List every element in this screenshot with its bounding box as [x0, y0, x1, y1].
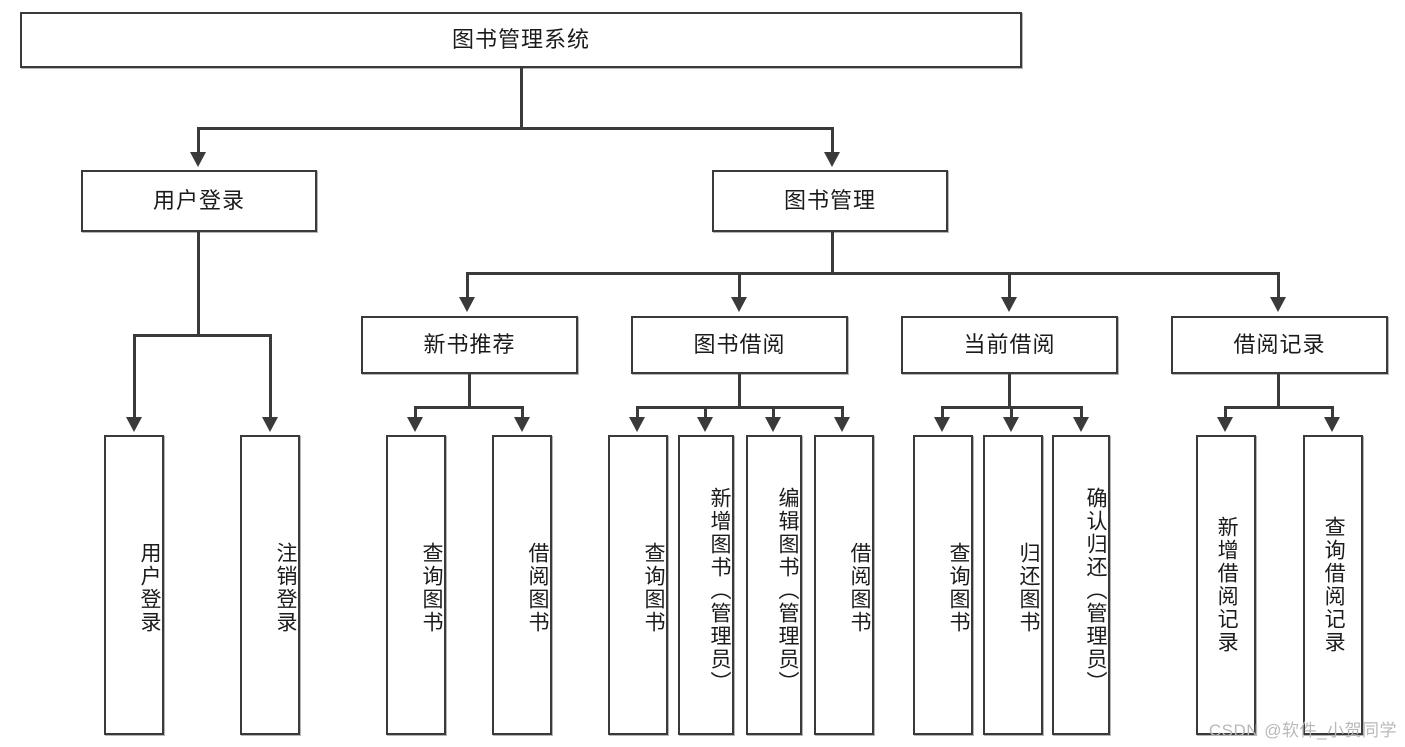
node-leaf-bb-borrow-book[interactable]: 借阅图书 [814, 435, 874, 735]
connector-user-login-bus [133, 334, 272, 337]
node-book-borrow[interactable]: 图书借阅 [631, 316, 848, 374]
arrow-user-login-to-leaf-1 [262, 417, 278, 432]
node-leaf-nbr-borrow-book[interactable]: 借阅图书 [492, 435, 552, 735]
connector-new-book-recommend-bus [414, 406, 524, 409]
arrow-bb-to-leaf-0 [629, 417, 645, 432]
connector-root-to-user-login [197, 127, 200, 153]
connector-book-management-bus [466, 272, 1280, 275]
connector-bb-to-leaf-0 [636, 406, 639, 418]
node-label: 当前借阅 [963, 331, 1056, 357]
node-label: 查询图书 [420, 542, 443, 634]
connector-user-login-to-leaf-1 [269, 334, 272, 418]
connector-user-login-stem [197, 232, 200, 336]
connector-nbr-to-leaf-0 [414, 406, 417, 418]
node-new-book-recommend[interactable]: 新书推荐 [361, 316, 578, 374]
connector-bm-to-borrow-record [1277, 272, 1280, 298]
connector-root-stem [520, 68, 523, 129]
node-label: 编辑图书（管理员） [776, 486, 799, 694]
node-leaf-cb-return-book[interactable]: 归还图书 [983, 435, 1043, 735]
node-label: 新增图书（管理员） [708, 486, 731, 694]
connector-borrow-record-bus [1224, 406, 1334, 409]
node-leaf-br-query-record[interactable]: 查询借阅记录 [1303, 435, 1363, 735]
arrow-bb-to-leaf-2 [765, 417, 781, 432]
node-leaf-user-login-login[interactable]: 用户登录 [104, 435, 164, 735]
arrow-br-to-leaf-1 [1324, 417, 1340, 432]
node-label: 查询借阅记录 [1322, 516, 1346, 654]
node-leaf-bb-edit-book-admin[interactable]: 编辑图书（管理员） [746, 435, 802, 735]
connector-bm-to-new-book-recommend [466, 272, 469, 298]
arrow-nbr-to-leaf-0 [407, 417, 423, 432]
connector-cb-to-leaf-2 [1080, 406, 1083, 418]
node-root-book-management-system[interactable]: 图书管理系统 [20, 12, 1022, 68]
node-book-management[interactable]: 图书管理 [712, 170, 948, 232]
connector-new-book-recommend-stem [468, 374, 471, 408]
arrow-bm-to-new-book-recommend [459, 297, 475, 312]
csdn-watermark: CSDN @软件_小贺同学 [1208, 721, 1397, 740]
node-label: 用户登录 [152, 187, 245, 213]
connector-cb-to-leaf-1 [1010, 406, 1013, 418]
node-label: 借阅图书 [526, 542, 549, 634]
arrow-bm-to-current-borrow [1001, 297, 1017, 312]
connector-nbr-to-leaf-1 [521, 406, 524, 418]
connector-book-borrow-stem [738, 374, 741, 408]
node-leaf-user-login-logout[interactable]: 注销登录 [240, 435, 300, 735]
arrow-bb-to-leaf-3 [834, 417, 850, 432]
connector-bm-to-book-borrow [738, 272, 741, 298]
arrow-bm-to-book-borrow [731, 297, 747, 312]
arrow-root-to-user-login [190, 152, 206, 167]
node-label: 查询图书 [947, 542, 970, 634]
arrow-br-to-leaf-0 [1217, 417, 1233, 432]
node-leaf-bb-add-book-admin[interactable]: 新增图书（管理员） [678, 435, 734, 735]
arrow-cb-to-leaf-1 [1003, 417, 1019, 432]
connector-br-to-leaf-0 [1224, 406, 1227, 418]
connector-br-to-leaf-1 [1331, 406, 1334, 418]
node-label: 图书管理系统 [451, 26, 590, 52]
node-leaf-bb-query-book[interactable]: 查询图书 [608, 435, 668, 735]
connector-book-borrow-bus [636, 406, 844, 409]
node-label: 注销登录 [274, 542, 297, 634]
connector-root-to-book-management [831, 127, 834, 153]
node-user-login[interactable]: 用户登录 [81, 170, 317, 232]
arrow-bm-to-borrow-record [1270, 297, 1286, 312]
arrow-cb-to-leaf-0 [934, 417, 950, 432]
node-leaf-cb-query-book[interactable]: 查询图书 [913, 435, 973, 735]
connector-book-management-stem [831, 232, 834, 274]
node-label: 图书管理 [783, 187, 876, 213]
connector-root-bus [197, 127, 834, 130]
arrow-user-login-to-leaf-0 [126, 417, 142, 432]
connector-bm-to-current-borrow [1008, 272, 1011, 298]
connector-cb-to-leaf-0 [941, 406, 944, 418]
node-label: 新书推荐 [423, 331, 516, 357]
node-leaf-nbr-query-book[interactable]: 查询图书 [386, 435, 446, 735]
connector-bb-to-leaf-3 [841, 406, 844, 418]
arrow-bb-to-leaf-1 [697, 417, 713, 432]
node-label: 借阅记录 [1233, 331, 1326, 357]
arrow-nbr-to-leaf-1 [514, 417, 530, 432]
node-current-borrow[interactable]: 当前借阅 [901, 316, 1118, 374]
connector-current-borrow-stem [1008, 374, 1011, 408]
connector-user-login-to-leaf-0 [133, 334, 136, 418]
node-label: 图书借阅 [693, 331, 786, 357]
node-label: 归还图书 [1017, 542, 1040, 634]
arrow-cb-to-leaf-2 [1073, 417, 1089, 432]
node-label: 查询图书 [642, 542, 665, 634]
node-label: 借阅图书 [848, 542, 871, 634]
arrow-root-to-book-management [824, 152, 840, 167]
node-leaf-cb-confirm-return-admin[interactable]: 确认归还（管理员） [1052, 435, 1110, 735]
node-label: 新增借阅记录 [1215, 516, 1239, 654]
node-leaf-br-add-record[interactable]: 新增借阅记录 [1196, 435, 1256, 735]
node-label: 确认归还（管理员） [1084, 486, 1107, 694]
connector-bb-to-leaf-1 [704, 406, 707, 418]
connector-borrow-record-stem [1277, 374, 1280, 408]
node-borrow-record[interactable]: 借阅记录 [1171, 316, 1388, 374]
connector-bb-to-leaf-2 [772, 406, 775, 418]
node-label: 用户登录 [138, 542, 161, 634]
